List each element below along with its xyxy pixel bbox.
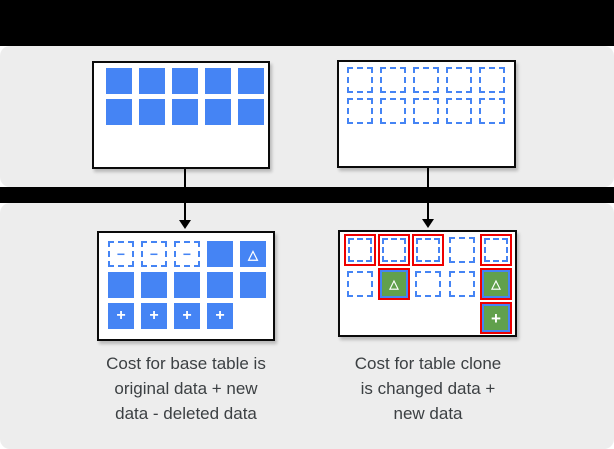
cell-solid — [139, 99, 165, 125]
cell-red-dashed — [480, 234, 512, 266]
cell-red-dashed — [378, 234, 410, 266]
divider-black-bar — [0, 187, 614, 203]
cell-red-dashed — [412, 234, 444, 266]
table-clone-before-grid — [347, 67, 514, 124]
cell-solid — [141, 272, 167, 298]
cell-solid — [205, 68, 231, 94]
cell-dashed-minus: − — [174, 241, 200, 267]
cell-dashed — [344, 268, 376, 300]
cell-dashed — [413, 98, 439, 124]
cell-solid — [205, 99, 231, 125]
cell-solid — [106, 99, 132, 125]
base-table-cost-caption: Cost for base table is original data + n… — [106, 354, 266, 423]
cell-solid — [238, 99, 264, 125]
base-table-before-box — [92, 61, 270, 169]
cell-dashed — [446, 234, 478, 266]
down-arrow-right-head-icon — [422, 219, 434, 228]
table-clone-after-grid: △△+ — [344, 234, 515, 334]
down-arrow-left-icon — [184, 169, 186, 221]
base-table-after-grid: −−−△++++ — [108, 241, 273, 329]
cell-solid-plus: + — [207, 303, 233, 329]
cell-dashed — [412, 268, 444, 300]
cell-solid — [106, 68, 132, 94]
down-arrow-right-icon — [427, 168, 429, 220]
down-arrow-left-head-icon — [179, 220, 191, 229]
cell-dashed — [380, 98, 406, 124]
cell-solid — [108, 272, 134, 298]
cell-red-green-plus: + — [480, 302, 512, 334]
table-clone-cost-caption: Cost for table clone is changed data + n… — [354, 354, 502, 423]
base-table-before-grid — [106, 68, 268, 125]
table-clone-after-box: △△+ — [338, 230, 517, 337]
cell-solid-plus: + — [108, 303, 134, 329]
cell-solid — [174, 272, 200, 298]
cell-solid-plus: + — [141, 303, 167, 329]
cell-dashed — [380, 67, 406, 93]
cell-solid — [207, 241, 233, 267]
cell-dashed — [413, 67, 439, 93]
cell-solid — [207, 272, 233, 298]
cell-red-green-triangle: △ — [378, 268, 410, 300]
cell-dashed — [347, 67, 373, 93]
cell-solid-triangle: △ — [240, 241, 266, 267]
cell-dashed-minus: − — [108, 241, 134, 267]
cell-dashed — [446, 268, 478, 300]
top-black-bar — [0, 0, 614, 46]
cell-solid — [172, 99, 198, 125]
cell-dashed — [479, 67, 505, 93]
cell-dashed — [446, 67, 472, 93]
cell-solid — [240, 272, 266, 298]
cell-dashed — [479, 98, 505, 124]
cell-dashed — [446, 98, 472, 124]
cell-dashed-minus: − — [141, 241, 167, 267]
base-table-after-box: −−−△++++ — [97, 231, 275, 341]
cell-solid — [238, 68, 264, 94]
cell-red-dashed — [344, 234, 376, 266]
cell-solid — [172, 68, 198, 94]
table-clone-before-box — [337, 60, 516, 168]
cell-red-green-triangle: △ — [480, 268, 512, 300]
cell-solid — [139, 68, 165, 94]
cell-solid-plus: + — [174, 303, 200, 329]
cell-dashed — [347, 98, 373, 124]
